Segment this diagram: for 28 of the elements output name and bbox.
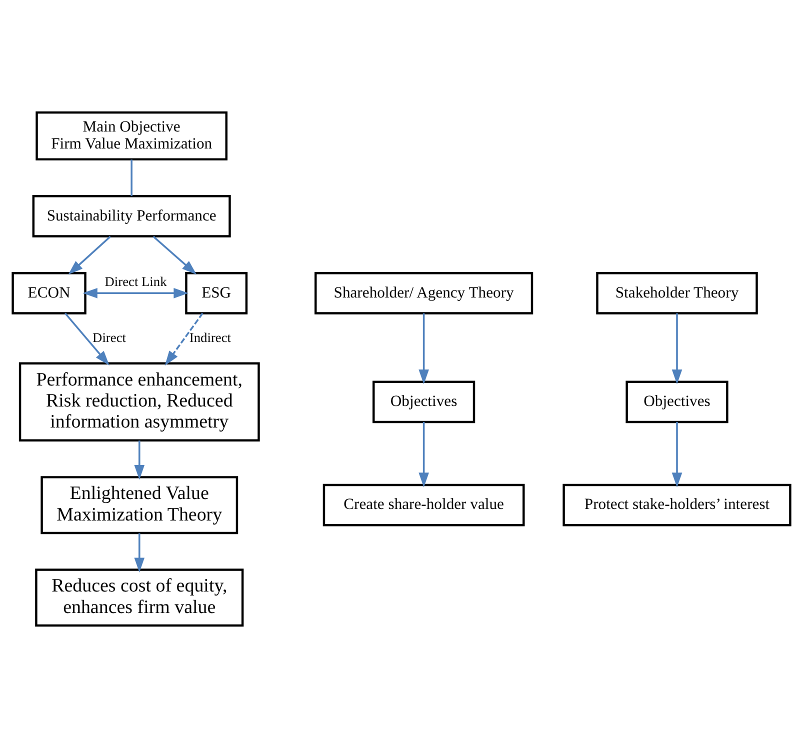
arrow bbox=[152, 236, 197, 275]
node-box: Shareholder/ Agency Theory bbox=[314, 272, 534, 314]
arrow bbox=[418, 422, 429, 488]
node-box: ECON bbox=[12, 272, 86, 314]
node-box: Enlightened Value Maximization Theory bbox=[40, 476, 238, 534]
node-box: Create share-holder value bbox=[322, 484, 525, 526]
node-box: Stakeholder Theory bbox=[596, 272, 758, 314]
edge-label: Indirect bbox=[189, 330, 232, 345]
arrow bbox=[134, 533, 145, 572]
arrow bbox=[164, 312, 204, 366]
node-box: Protect stake-holders’ interest bbox=[562, 484, 792, 526]
connector bbox=[130, 160, 132, 196]
arrow bbox=[68, 236, 111, 275]
node-box: Main Objective Firm Value Maximization bbox=[36, 111, 228, 160]
edge-label: Direct bbox=[92, 330, 126, 345]
arrow bbox=[134, 440, 145, 480]
arrow bbox=[64, 312, 110, 366]
node-box: Objectives bbox=[372, 380, 476, 424]
node-box: Sustainability Performance bbox=[32, 195, 231, 238]
arrow bbox=[672, 422, 682, 488]
node-box: ESG bbox=[185, 272, 248, 314]
edge-label: Direct Link bbox=[104, 274, 167, 290]
arrow bbox=[82, 288, 188, 298]
node-box: Performance enhancement, Risk reduction, Reduced information asymmetry bbox=[18, 362, 260, 442]
arrow bbox=[418, 313, 429, 384]
node-box: Objectives bbox=[626, 380, 728, 424]
arrow bbox=[672, 313, 682, 384]
node-box: Reduces cost of equity, enhances firm value bbox=[35, 568, 244, 627]
